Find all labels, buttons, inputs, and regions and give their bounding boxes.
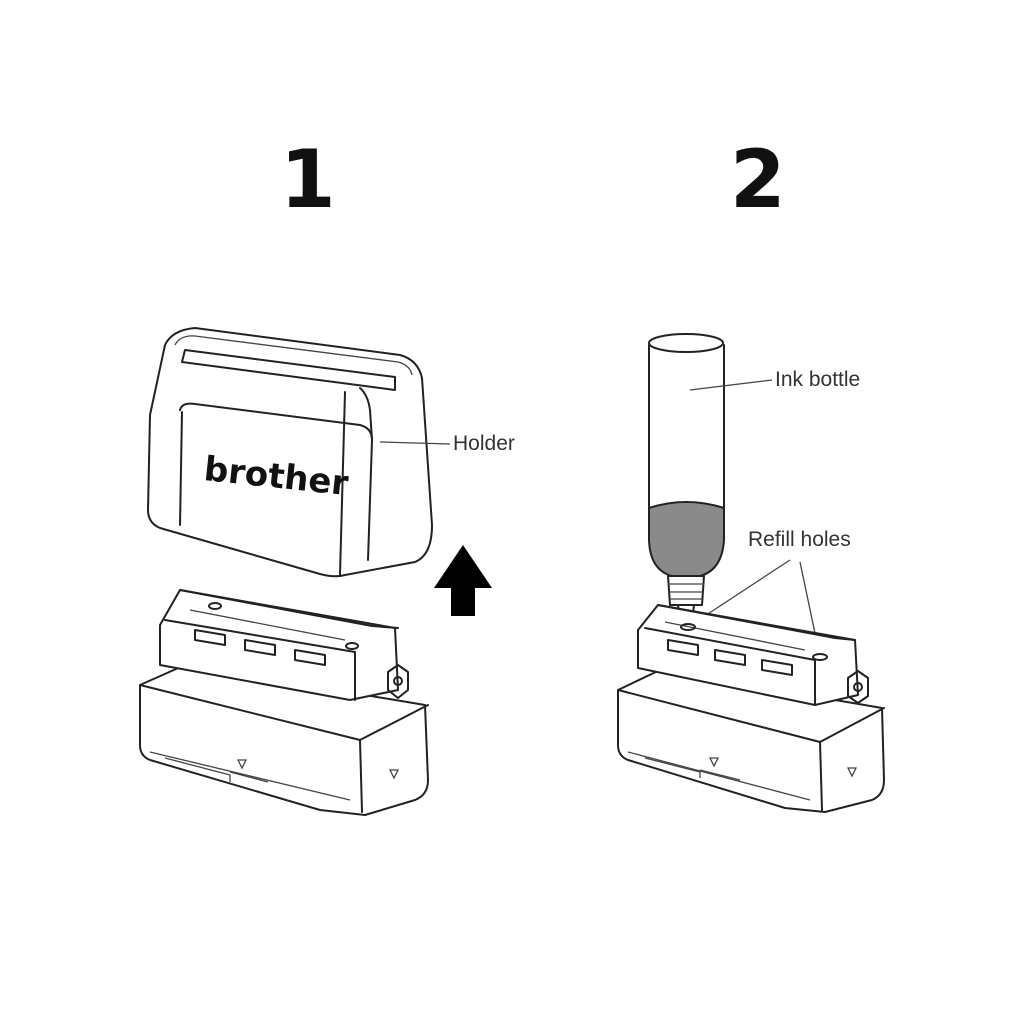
ink-bottle [648,333,773,631]
refill-holes-label: Refill holes [748,528,851,551]
step-2-number: 2 [730,133,786,226]
ink-bottle-leader-line [689,379,773,391]
ink-fill [649,503,724,575]
ink-bottle-label: Ink bottle [775,368,861,391]
holder-leader-line [379,441,451,445]
stamp-base-1 [139,589,429,816]
step-1-number: 1 [280,133,336,226]
stamp-holder: brother [147,327,451,578]
arrow-up-icon [434,545,492,616]
holder-label: Holder [453,432,515,455]
stamp-base-2 [617,604,885,813]
